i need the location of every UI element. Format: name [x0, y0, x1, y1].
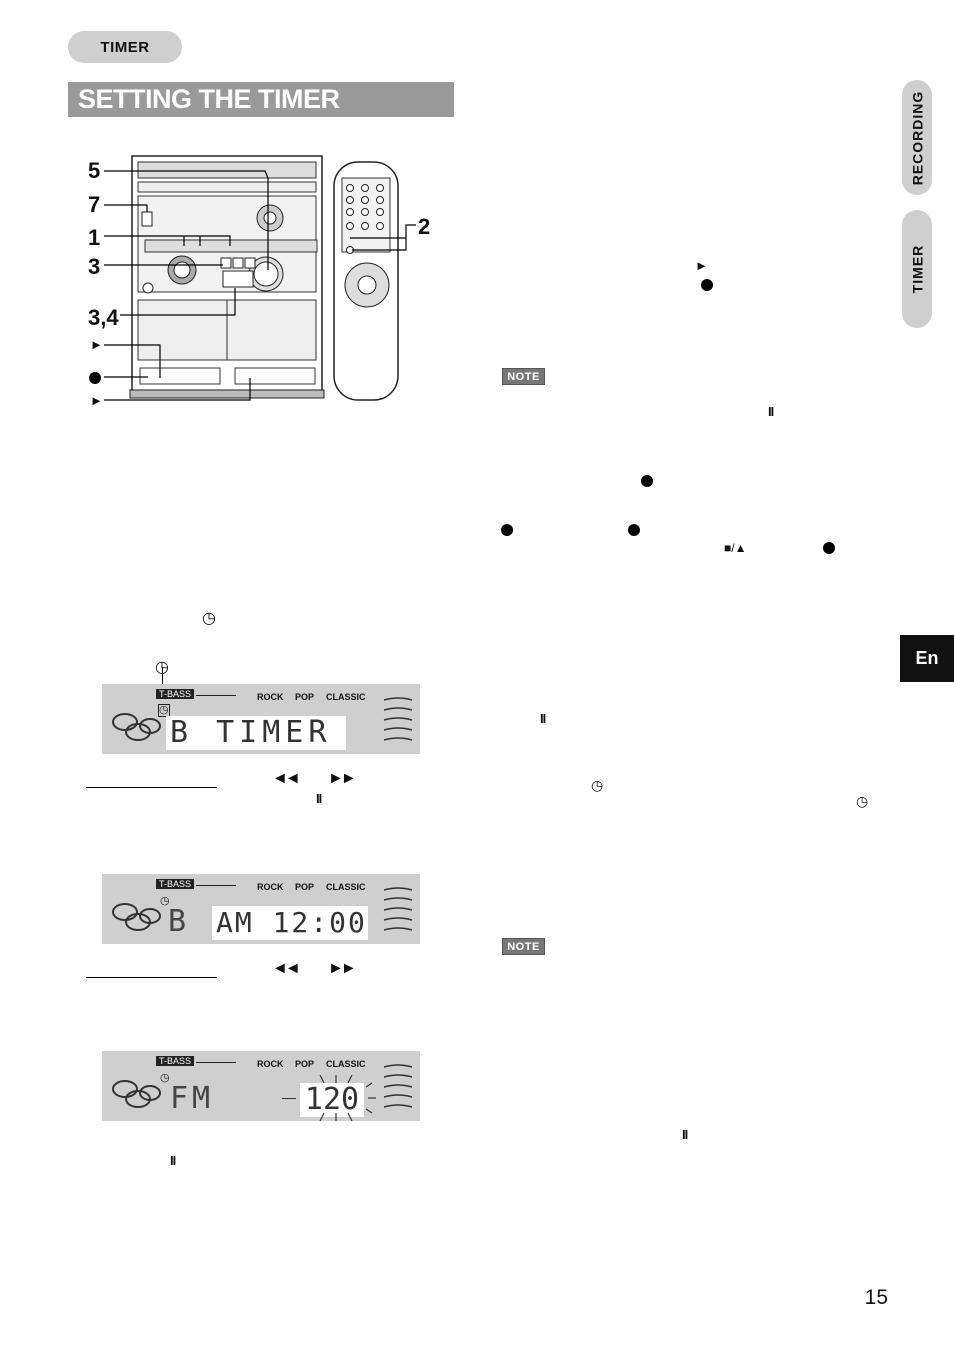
tab-timer: TIMER — [902, 210, 932, 328]
disc-icon — [112, 903, 161, 931]
record-icon — [89, 372, 101, 384]
note-badge: NOTE — [502, 368, 545, 385]
rewind-icon: ◄◄ — [272, 770, 301, 787]
blink-mark — [282, 1098, 296, 1099]
level-meter — [383, 697, 413, 741]
timer-icon: ◷ — [160, 1072, 170, 1084]
timer-icon: ◷ — [202, 610, 216, 627]
pause-icon: II — [768, 404, 774, 419]
tbass-segment: T-BASS — [156, 879, 195, 889]
level-meter — [383, 1064, 413, 1108]
display-panel: T-BASS ROCK POP CLASSIC ◷ FM 120 — [102, 1051, 420, 1122]
segment-line — [196, 1062, 236, 1063]
display-panel: T-BASS ROCK POP CLASSIC ◷ B AM 12:00 — [102, 874, 420, 944]
rock-segment: ROCK — [257, 1059, 284, 1069]
rock-segment: ROCK — [257, 882, 284, 892]
pause-icon: II — [682, 1127, 688, 1142]
timer-icon: ◷ — [856, 793, 869, 809]
rewind-icon: ◄◄ — [272, 960, 301, 977]
timer-icon: ◷ — [591, 777, 604, 793]
level-meter — [383, 887, 413, 931]
fast-forward-icon: ►► — [328, 960, 357, 977]
pause-icon: II — [316, 791, 322, 806]
page-title: SETTING THE TIMER — [68, 82, 454, 117]
display-text: B TIMER — [166, 716, 346, 750]
play-icon: ► — [695, 258, 708, 273]
record-icon — [628, 524, 640, 536]
pause-icon: II — [540, 711, 546, 726]
fast-forward-icon: ►► — [328, 770, 357, 787]
blink-rays — [319, 1075, 376, 1122]
display-panel: T-BASS ROCK POP CLASSIC ◷ B TIMER — [102, 684, 420, 754]
tab-timer-label: TIMER — [909, 244, 925, 294]
classic-segment: CLASSIC — [326, 1059, 366, 1069]
callout-3: 3 — [88, 254, 101, 279]
language-tab: En — [900, 635, 954, 682]
play-icon: ► — [90, 337, 103, 352]
timer-icon: ◷ — [155, 657, 169, 677]
display-value: 120 — [300, 1083, 364, 1117]
stop-eject-icon: ■/▲ — [724, 541, 747, 555]
underline-rule — [86, 787, 217, 788]
tbass-segment: T-BASS — [156, 689, 195, 699]
segment-line — [196, 695, 236, 696]
pop-segment: POP — [295, 692, 315, 702]
segment-line — [196, 885, 236, 886]
pause-icon: II — [170, 1153, 176, 1168]
disc-icon — [112, 713, 161, 741]
callout-2: 2 — [418, 214, 431, 239]
page-number: 15 — [864, 1286, 888, 1309]
leader-line — [162, 667, 163, 689]
play-icon: ► — [90, 393, 103, 408]
display-index: B — [168, 904, 187, 939]
timer-icon: ◷ — [158, 704, 170, 717]
record-icon — [501, 524, 513, 536]
disc-icon — [112, 1080, 161, 1108]
tab-recording: RECORDING — [902, 80, 932, 195]
timer-icon: ◷ — [160, 895, 170, 907]
tab-recording-label: RECORDING — [909, 90, 925, 185]
record-icon — [823, 542, 835, 554]
classic-segment: CLASSIC — [326, 692, 366, 702]
classic-segment: CLASSIC — [326, 882, 366, 892]
section-pill: TIMER — [68, 31, 182, 63]
record-icon — [701, 279, 713, 291]
note-badge: NOTE — [502, 938, 545, 955]
pop-segment: POP — [295, 882, 315, 892]
display-text: AM 12:00 — [212, 906, 368, 940]
device-diagram — [104, 155, 416, 401]
record-icon — [641, 475, 653, 487]
tbass-segment: T-BASS — [156, 1056, 195, 1066]
callout-3-4: 3,4 — [88, 305, 119, 330]
rock-segment: ROCK — [257, 692, 284, 702]
callout-7: 7 — [88, 192, 101, 217]
underline-rule — [86, 977, 217, 978]
callout-1: 1 — [88, 225, 101, 250]
pop-segment: POP — [295, 1059, 315, 1069]
display-band: FM — [170, 1081, 215, 1116]
callout-5: 5 — [88, 158, 101, 183]
